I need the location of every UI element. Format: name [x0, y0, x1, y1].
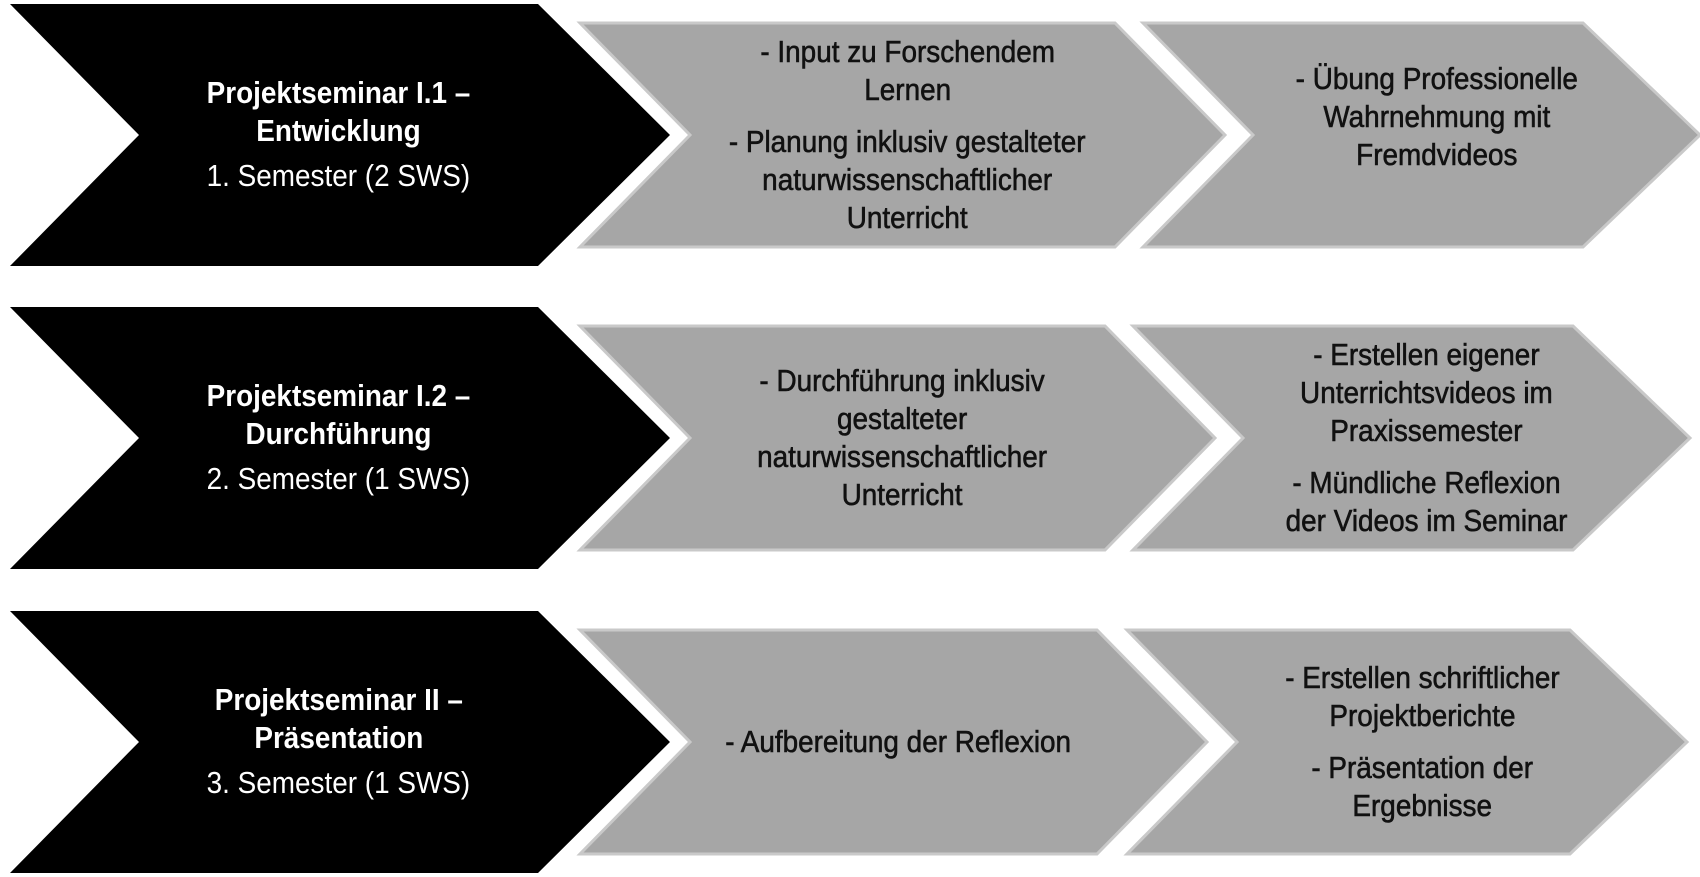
chevron-polygon	[1129, 324, 1693, 552]
activity-item: - Übung Professionelle Wahrnehmung mit F…	[1295, 61, 1578, 173]
chevron-videos-1: - Übung Professionelle Wahrnehmung mit F…	[1139, 21, 1700, 249]
chevron-shape	[1139, 21, 1700, 249]
semester-label: 3. Semester (1 SWS)	[206, 765, 471, 800]
chevron-videos-2: - Erstellen eigener Unterrichtsvideos im…	[1129, 324, 1693, 552]
chevron-shape	[1129, 324, 1693, 552]
semester-label: 1. Semester (2 SWS)	[206, 158, 471, 193]
row-semester-2: Projektseminar I.2 – Durchführung 2. Sem…	[0, 307, 1700, 569]
chevron-projektseminar-1-2: Projektseminar I.2 – Durchführung 2. Sem…	[10, 307, 670, 569]
chevron-polygon	[1139, 21, 1700, 249]
activity-item: - Erstellen eigener Unterrichtsvideos im…	[1300, 337, 1553, 449]
chevron-polygon	[576, 21, 1228, 249]
chevron-polygon	[1123, 628, 1690, 856]
chevron-activities-3: - Aufbereitung der Reflexion	[576, 628, 1210, 856]
chevron-projektseminar-2: Projektseminar II – Präsentation 3. Seme…	[10, 611, 670, 873]
seminar-title: Projektseminar I.1 – Entwicklung	[206, 75, 471, 148]
chevron-shape	[1123, 628, 1690, 856]
chevron-polygon	[10, 611, 670, 873]
activity-item: - Durchführung inklusiv gestalteter natu…	[757, 363, 1048, 513]
activity-item: - Erstellen schriftlicher Projektbericht…	[1284, 660, 1560, 734]
activity-item: - Mündliche Reflexion der Videos im Semi…	[1285, 465, 1568, 539]
semester-label: 2. Semester (1 SWS)	[206, 461, 471, 496]
chevron-polygon	[576, 324, 1218, 552]
row-semester-3: Projektseminar II – Präsentation 3. Seme…	[0, 611, 1700, 873]
chevron-shape	[576, 21, 1228, 249]
chevron-shape	[576, 628, 1210, 856]
chevron-polygon	[10, 4, 670, 266]
chevron-polygon	[576, 628, 1210, 856]
chevron-activities-2: - Durchführung inklusiv gestalteter natu…	[576, 324, 1218, 552]
seminar-title: Projektseminar II – Präsentation	[214, 682, 463, 755]
chevron-shape	[10, 4, 670, 266]
chevron-projektseminar-1-1: Projektseminar I.1 – Entwicklung 1. Seme…	[10, 4, 670, 266]
chevron-polygon	[10, 307, 670, 569]
activity-item: - Input zu Forschendem Lernen	[760, 34, 1055, 108]
activity-item: - Planung inklusiv gestalteter naturwiss…	[729, 124, 1086, 236]
chevron-shape	[10, 307, 670, 569]
activity-item: - Präsentation der Ergebnisse	[1311, 750, 1533, 824]
chevron-shape	[576, 324, 1218, 552]
row-semester-1: Projektseminar I.1 – Entwicklung 1. Seme…	[0, 4, 1700, 266]
chevron-shape	[10, 611, 670, 873]
activity-item: - Aufbereitung der Reflexion	[725, 724, 1072, 760]
seminar-title: Projektseminar I.2 – Durchführung	[206, 378, 471, 451]
chevron-activities-1: - Input zu Forschendem Lernen - Planung …	[576, 21, 1228, 249]
chevron-videos-3: - Erstellen schriftlicher Projektbericht…	[1123, 628, 1690, 856]
